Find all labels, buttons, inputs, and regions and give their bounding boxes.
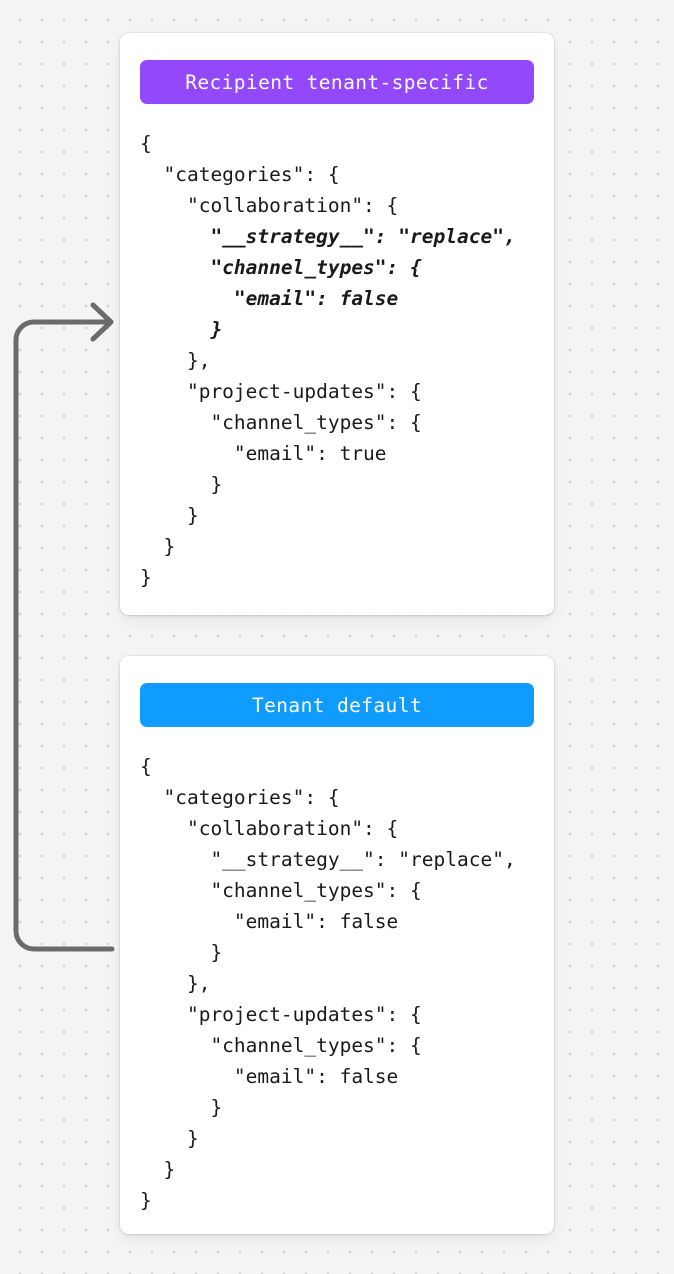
- badge-recipient-tenant-specific: Recipient tenant-specific: [140, 60, 534, 104]
- code-line: "channel_types": {: [140, 256, 422, 279]
- code-line: "email": true: [140, 442, 387, 465]
- code-line: "channel_types": {: [140, 879, 422, 902]
- code-line: }: [140, 1127, 199, 1150]
- code-line: }: [140, 941, 223, 964]
- badge-tenant-default: Tenant default: [140, 683, 534, 727]
- code-line: },: [140, 972, 211, 995]
- code-line: "project-updates": {: [140, 1003, 422, 1026]
- code-line: "collaboration": {: [140, 194, 399, 217]
- code-line: }: [140, 535, 176, 558]
- code-line: "email": false: [140, 910, 399, 933]
- fallback-flow-arrow: [13, 319, 115, 952]
- code-line: {: [140, 755, 152, 778]
- code-block-tenant-default: { "categories": { "collaboration": { "__…: [140, 751, 544, 1216]
- code-line: "channel_types": {: [140, 411, 422, 434]
- code-line: }: [140, 318, 223, 341]
- code-line: "channel_types": {: [140, 1034, 422, 1057]
- code-line: {: [140, 132, 152, 155]
- code-line: }: [140, 1189, 152, 1212]
- code-line: }: [140, 1096, 223, 1119]
- card-recipient-tenant-specific: Recipient tenant-specific { "categories"…: [120, 33, 554, 615]
- code-line: "categories": {: [140, 163, 340, 186]
- code-line: }: [140, 473, 223, 496]
- code-line: }: [140, 1158, 176, 1181]
- code-line: "__strategy__": "replace",: [140, 848, 516, 871]
- code-line: "categories": {: [140, 786, 340, 809]
- code-line: "project-updates": {: [140, 380, 422, 403]
- card-tenant-default: Tenant default { "categories": { "collab…: [120, 656, 554, 1234]
- code-line: }: [140, 566, 152, 589]
- code-line: "__strategy__": "replace",: [140, 225, 516, 248]
- code-line: "email": false: [140, 1065, 399, 1088]
- code-block-recipient-tenant-specific: { "categories": { "collaboration": { "__…: [140, 128, 544, 593]
- code-line: }: [140, 504, 199, 527]
- code-line: "email": false: [140, 287, 399, 310]
- arrow-head-icon: [90, 302, 114, 342]
- code-line: "collaboration": {: [140, 817, 399, 840]
- code-line: },: [140, 349, 211, 372]
